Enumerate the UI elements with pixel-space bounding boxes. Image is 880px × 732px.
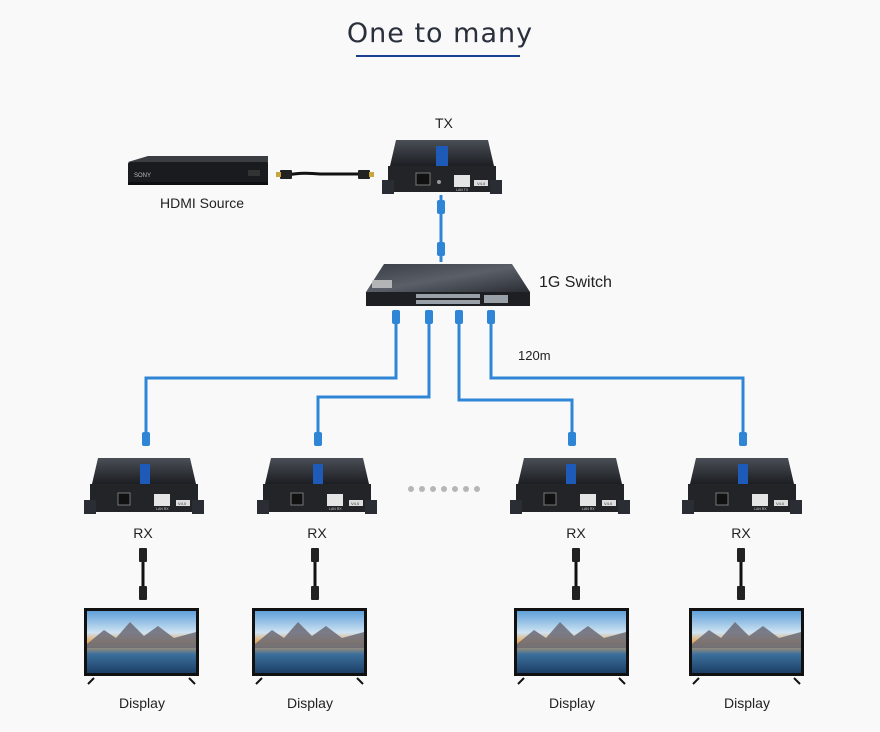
plug xyxy=(487,310,495,324)
hdmi-cable xyxy=(311,548,319,600)
plug xyxy=(739,432,747,446)
page-title: One to many xyxy=(346,18,534,49)
display-screen xyxy=(689,608,804,685)
display-label-1: Display xyxy=(119,695,165,711)
svg-text:V4.0: V4.0 xyxy=(178,501,187,506)
svg-text:V4.0: V4.0 xyxy=(776,501,785,506)
hdmi-source-label: HDMI Source xyxy=(160,195,245,211)
title-underline xyxy=(356,55,520,57)
cable-rx-3 xyxy=(457,318,574,444)
display-label-3: Display xyxy=(549,695,595,711)
svg-text:LAN TX: LAN TX xyxy=(456,188,469,192)
display-label-2: Display xyxy=(287,695,333,711)
tx-extender: V4.0 LAN TX xyxy=(382,140,502,194)
plug xyxy=(142,432,150,446)
cable-rx-4 xyxy=(489,318,745,444)
plug xyxy=(314,432,322,446)
cable-rx-2 xyxy=(316,318,431,444)
more-receivers-dots xyxy=(408,486,480,492)
svg-text:V4.0: V4.0 xyxy=(604,501,613,506)
hdmi-source-device: SONY xyxy=(128,156,268,185)
plug xyxy=(437,200,445,214)
display-screen xyxy=(84,608,199,685)
plug xyxy=(392,310,400,324)
display-screen xyxy=(514,608,629,685)
plug xyxy=(568,432,576,446)
rx-label-2: RX xyxy=(307,525,327,541)
svg-text:LAN RX: LAN RX xyxy=(582,507,595,511)
display-label-4: Display xyxy=(724,695,770,711)
tx-label: TX xyxy=(435,115,453,131)
plug xyxy=(455,310,463,324)
plug xyxy=(437,242,445,256)
hdmi-cable-source-tx xyxy=(276,170,374,179)
network-cables xyxy=(144,195,745,444)
distance-label: 120m xyxy=(518,348,551,363)
cable-plugs xyxy=(142,200,747,446)
svg-text:V4.0: V4.0 xyxy=(351,501,360,506)
svg-text:V4.0: V4.0 xyxy=(477,181,486,186)
switch-label: 1G Switch xyxy=(539,274,612,291)
hdmi-cable xyxy=(572,548,580,600)
source-brand: SONY xyxy=(134,173,151,179)
hdmi-cable xyxy=(139,548,147,600)
rx-label-4: RX xyxy=(731,525,751,541)
cable-rx-1 xyxy=(144,318,398,444)
hdmi-cable xyxy=(737,548,745,600)
rx-label-1: RX xyxy=(133,525,153,541)
svg-text:LAN RX: LAN RX xyxy=(754,507,767,511)
display-screen xyxy=(252,608,367,685)
svg-text:LAN RX: LAN RX xyxy=(329,507,342,511)
rx-label-3: RX xyxy=(566,525,586,541)
svg-text:LAN RX: LAN RX xyxy=(156,507,169,511)
network-switch xyxy=(366,264,530,306)
plug xyxy=(425,310,433,324)
